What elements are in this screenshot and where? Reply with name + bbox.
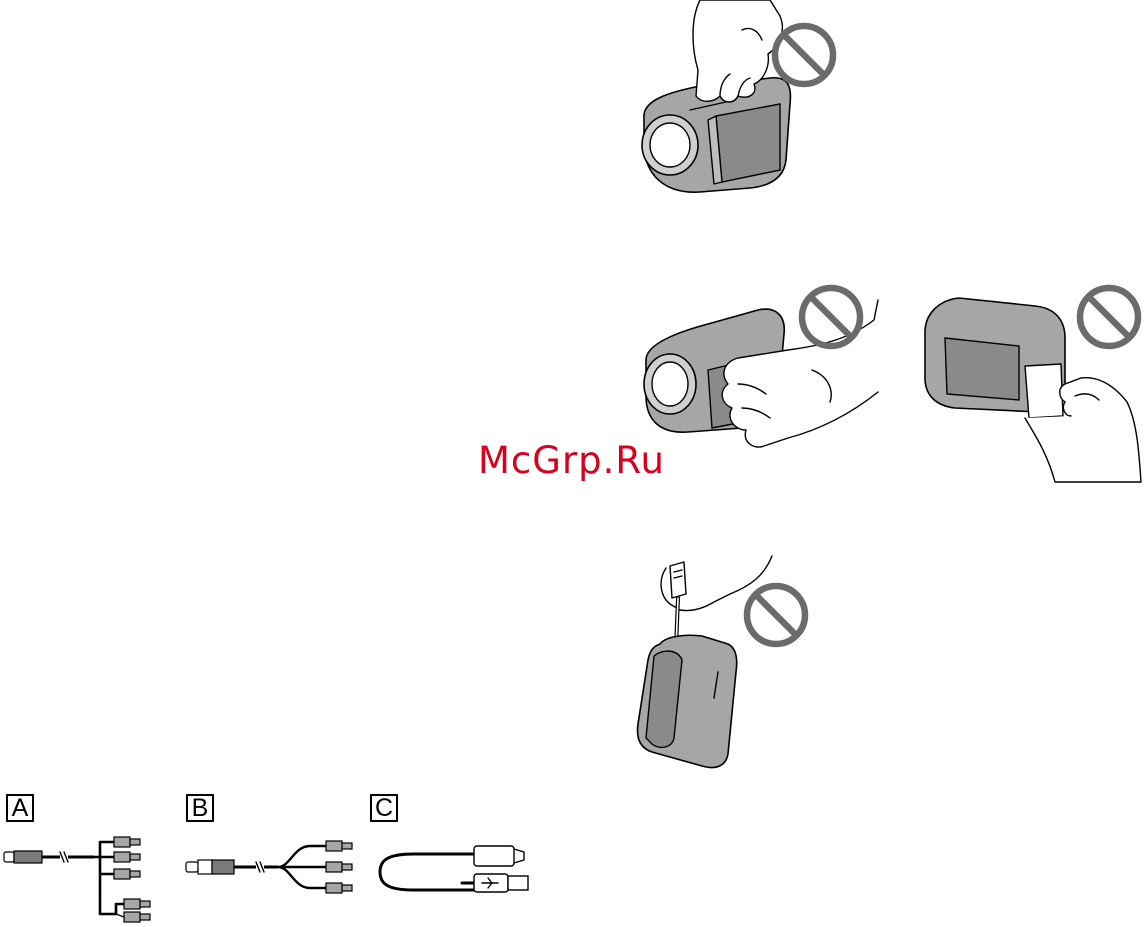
prohibition-icon	[1076, 284, 1142, 350]
cable-label-c: C	[370, 794, 398, 822]
av-cable-icon	[186, 840, 356, 896]
cable-label-b: B	[186, 794, 214, 822]
av-cable-icon	[4, 834, 164, 926]
prohibition-icon	[771, 22, 837, 88]
cable-label-a: A	[6, 794, 34, 822]
prohibition-icon	[798, 284, 864, 350]
watermark: McGrp.Ru	[478, 442, 665, 479]
prohibition-icon	[743, 582, 809, 648]
usb-cable-icon	[374, 840, 534, 896]
